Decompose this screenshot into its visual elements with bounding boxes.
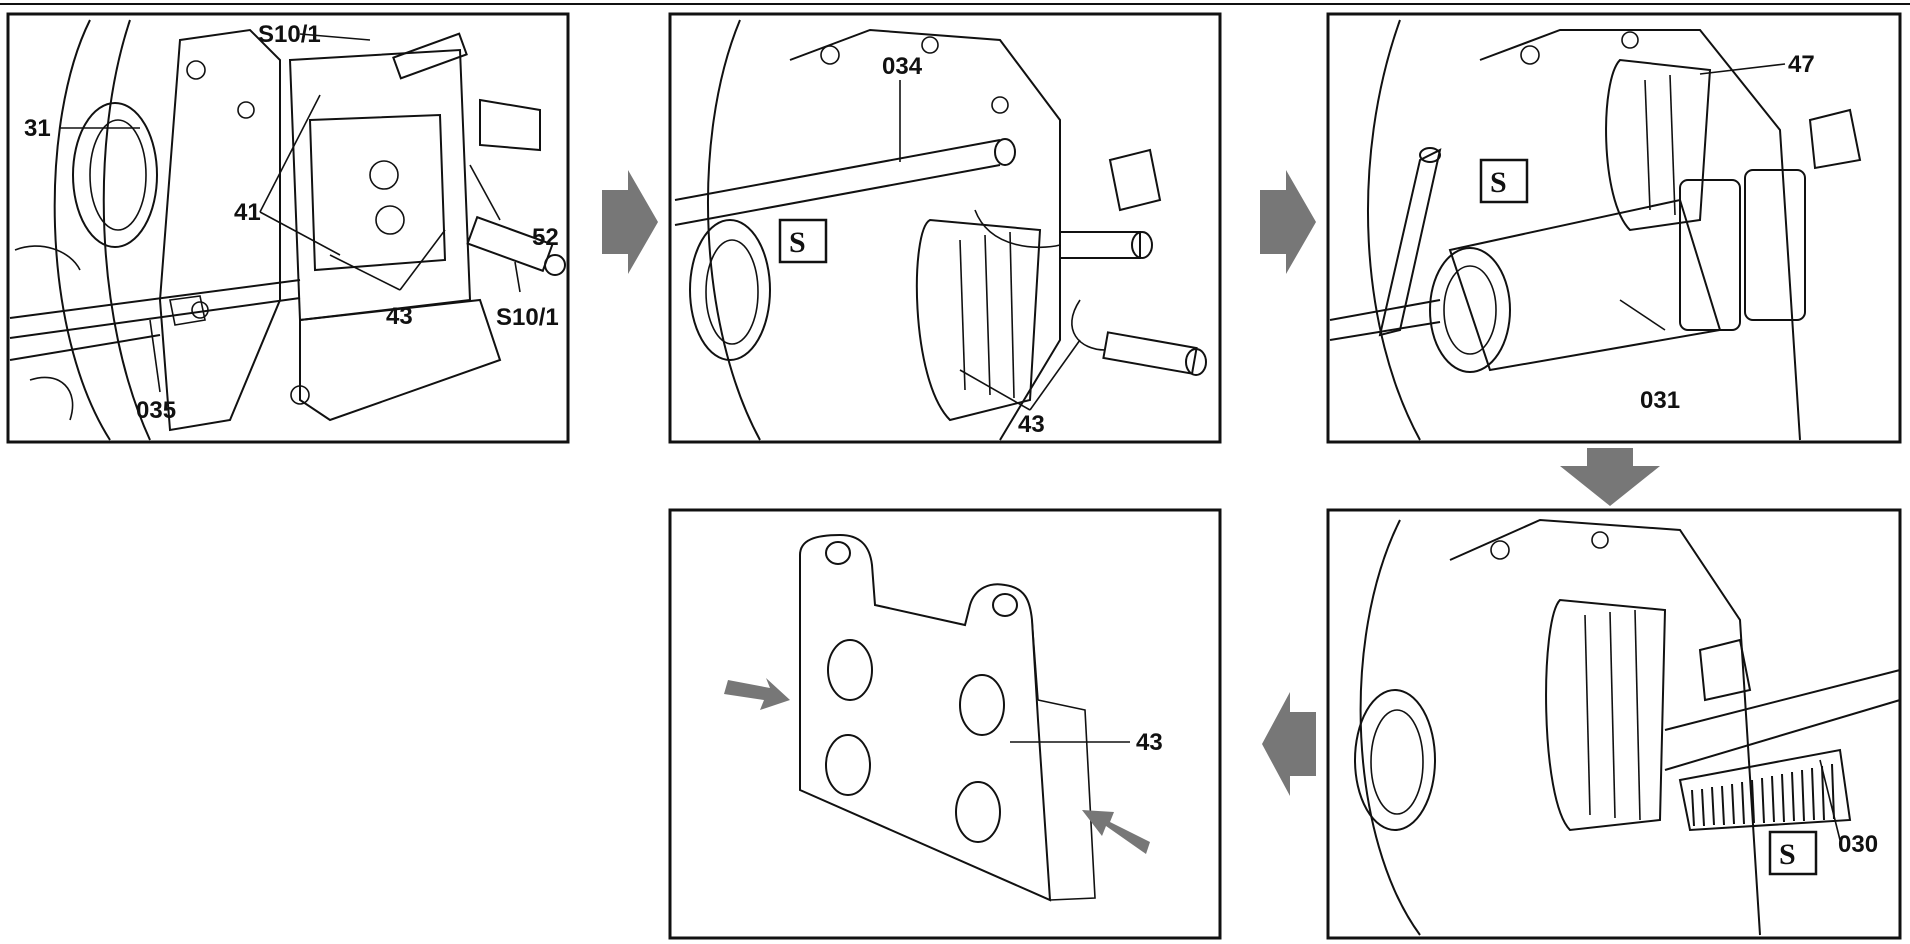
label-s10-1-top: S10/1 xyxy=(258,21,321,48)
label-s10-1-bottom: S10/1 xyxy=(496,304,559,331)
label-41: 41 xyxy=(234,199,261,226)
special-tool-icon: S xyxy=(778,218,828,264)
label-035: 035 xyxy=(136,397,176,424)
special-tool-icon: S xyxy=(1479,158,1529,204)
svg-text:S: S xyxy=(789,226,806,259)
label-31: 31 xyxy=(24,115,51,142)
panel-1: S10/1 31 41 52 S10/1 43 035 xyxy=(6,12,570,444)
label-43: 43 xyxy=(386,303,413,330)
arrow-icon xyxy=(724,678,790,710)
arrow-icon xyxy=(1082,810,1150,854)
panel-3: S 47 031 xyxy=(1326,12,1902,444)
svg-text:S: S xyxy=(1779,838,1796,871)
panel-5: 43 xyxy=(668,508,1222,940)
arrow-right-icon xyxy=(1260,170,1316,274)
special-tool-icon: S xyxy=(1768,830,1818,876)
label-52: 52 xyxy=(532,224,559,251)
panel-4: S 030 xyxy=(1326,508,1902,940)
panel-2: S 034 43 xyxy=(668,12,1222,444)
label-47: 47 xyxy=(1788,51,1815,78)
label-43: 43 xyxy=(1136,729,1163,756)
arrow-left-icon xyxy=(1262,692,1316,796)
arrow-right-icon xyxy=(602,170,658,274)
svg-text:S: S xyxy=(1490,166,1507,199)
label-030: 030 xyxy=(1838,831,1878,858)
label-43: 43 xyxy=(1018,411,1045,438)
label-031: 031 xyxy=(1640,387,1680,414)
arrow-down-icon xyxy=(1560,448,1660,506)
label-034: 034 xyxy=(882,53,923,80)
